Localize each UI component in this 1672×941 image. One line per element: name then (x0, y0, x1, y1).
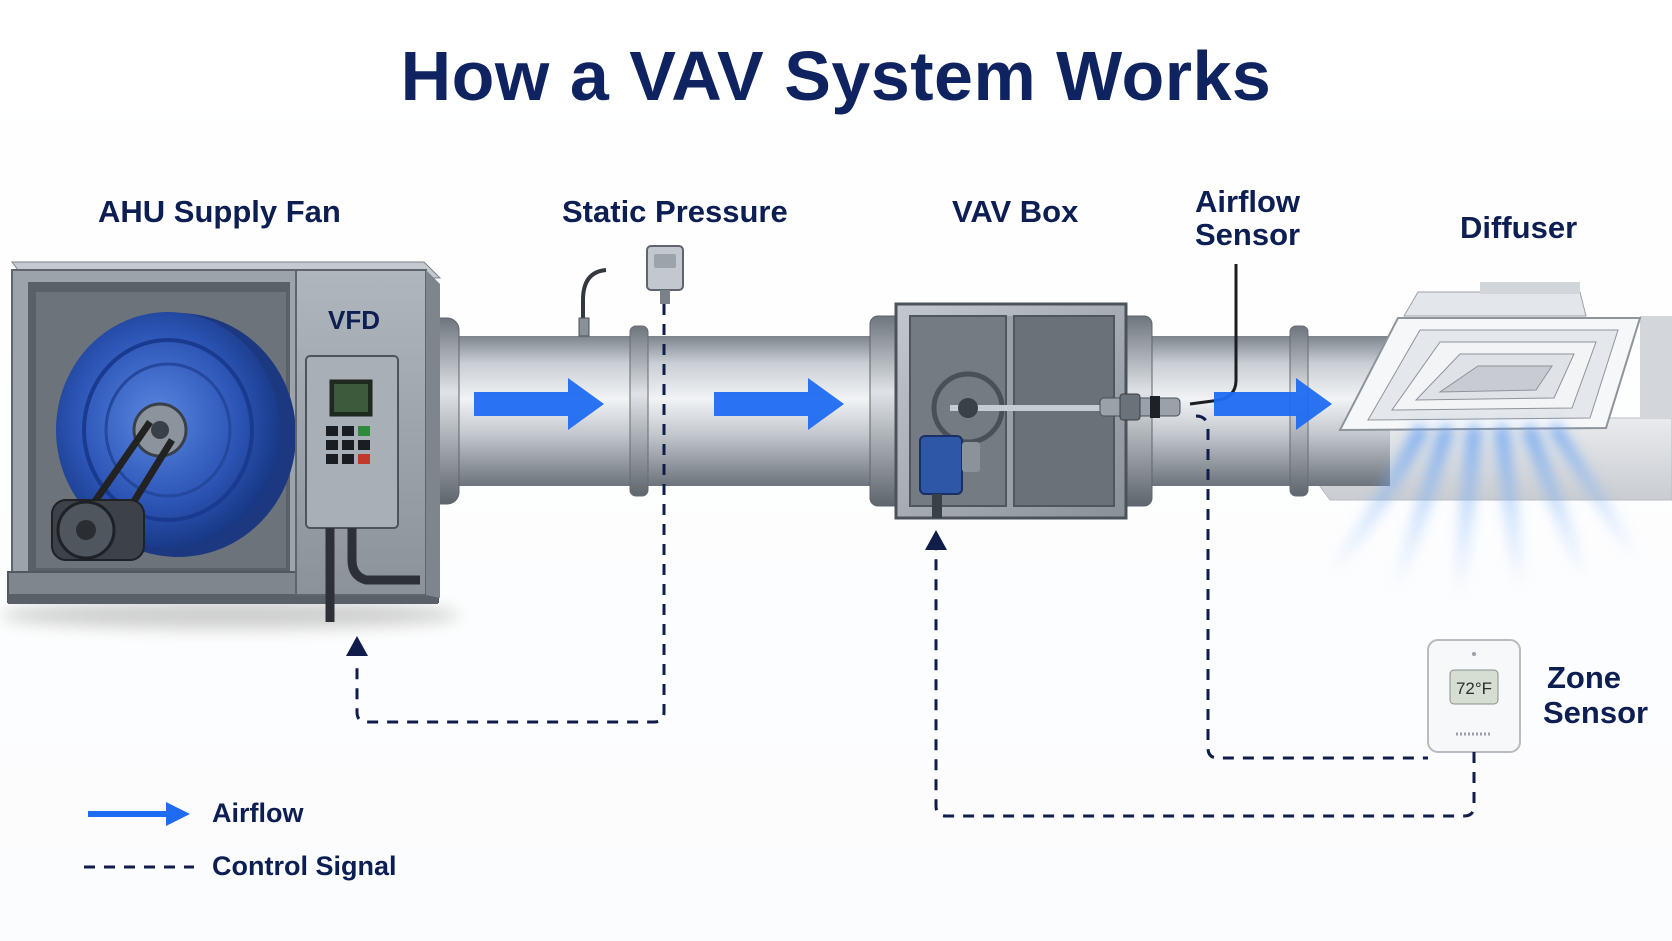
arrow-right-icon (88, 802, 190, 826)
diffuser-air-blast (1323, 424, 1642, 605)
arrowhead-vav (925, 530, 947, 550)
control-line-airflow-to-zone (1195, 414, 1428, 760)
label-vav-box: VAV Box (952, 194, 1079, 229)
vav-box (869, 302, 1153, 520)
legend-control-signal-label: Control Signal (212, 851, 397, 881)
label-diffuser: Diffuser (1460, 210, 1578, 245)
control-line-zone-to-vav (934, 548, 1476, 818)
label-static-pressure: Static Pressure (562, 194, 788, 229)
ceiling-diffuser (1338, 282, 1642, 432)
label-airflow-sensor-line2: Sensor (1195, 217, 1301, 252)
control-line-static-to-vfd (355, 304, 666, 724)
legend (84, 802, 194, 869)
zone-sensor-device: 72°F (1427, 639, 1521, 753)
page-title: How a VAV System Works (400, 37, 1272, 115)
control-arrowheads (346, 530, 947, 656)
static-pressure-sensor (578, 245, 684, 337)
ahu-cabinet (0, 261, 460, 629)
airflow-arrows (474, 378, 1332, 430)
label-vfd: VFD (328, 305, 380, 335)
label-zone-sensor-line1: Zone (1547, 660, 1622, 695)
control-signal-lines (355, 304, 1476, 818)
arrowhead-vfd (346, 636, 368, 656)
label-ahu-supply-fan: AHU Supply Fan (98, 194, 341, 229)
airflow-arrow-3 (1214, 378, 1332, 430)
airflow-arrow-1 (474, 378, 604, 430)
legend-airflow-label: Airflow (212, 798, 304, 828)
label-airflow-sensor-line1: Airflow (1195, 184, 1301, 219)
label-zone-sensor-line2: Sensor (1543, 695, 1649, 730)
thermostat-display: 72°F (1456, 679, 1492, 698)
airflow-arrow-2 (714, 378, 844, 430)
